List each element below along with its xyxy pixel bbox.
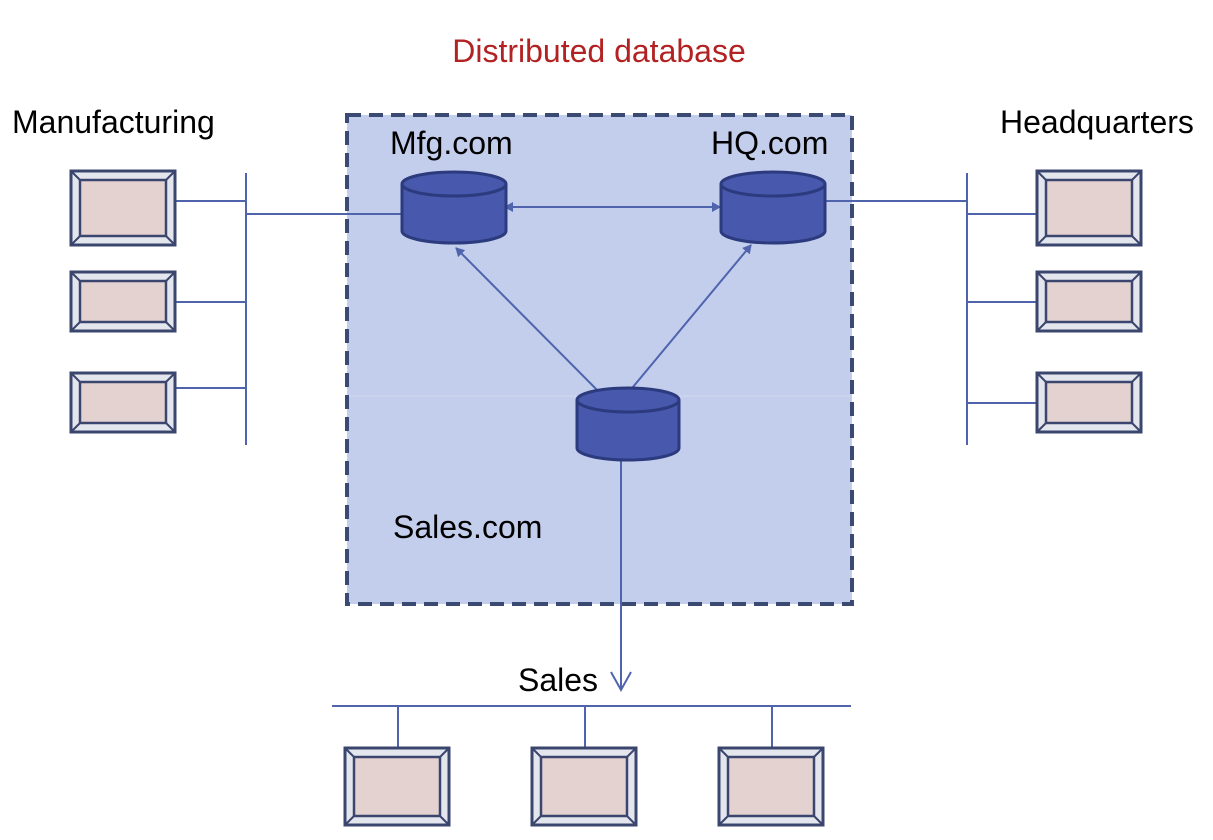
sales-network <box>332 705 851 748</box>
replication-links <box>455 202 752 693</box>
mfg-db-label: Mfg.com <box>390 125 513 161</box>
diagram-title: Distributed database <box>452 33 746 69</box>
sales-terminal-3 <box>717 746 825 827</box>
manufacturing-terminal-2 <box>69 270 177 333</box>
hq-db-label: HQ.com <box>711 125 828 161</box>
sales-label: Sales <box>518 662 598 698</box>
sales-database-icon <box>575 386 681 462</box>
headquarters-label: Headquarters <box>1000 104 1194 140</box>
sales-to-hq-link <box>617 244 752 406</box>
sales-terminal-2 <box>530 746 638 827</box>
headquarters-terminal-3 <box>1035 371 1143 434</box>
workstations <box>69 169 1143 827</box>
hq-database-icon <box>719 170 827 245</box>
manufacturing-terminal-3 <box>69 371 177 434</box>
headquarters-terminal-1 <box>1035 169 1143 247</box>
sales-to-mfg-link <box>455 247 613 406</box>
manufacturing-network <box>175 173 402 445</box>
sales-db-label: Sales.com <box>393 509 542 545</box>
sales-terminal-1 <box>343 746 451 827</box>
mfg-database-icon <box>400 170 508 245</box>
manufacturing-terminal-1 <box>69 169 177 247</box>
manufacturing-label: Manufacturing <box>12 104 215 140</box>
headquarters-terminal-2 <box>1035 270 1143 333</box>
headquarters-network <box>824 173 1055 445</box>
sales-downlink-arrowhead <box>610 671 632 693</box>
